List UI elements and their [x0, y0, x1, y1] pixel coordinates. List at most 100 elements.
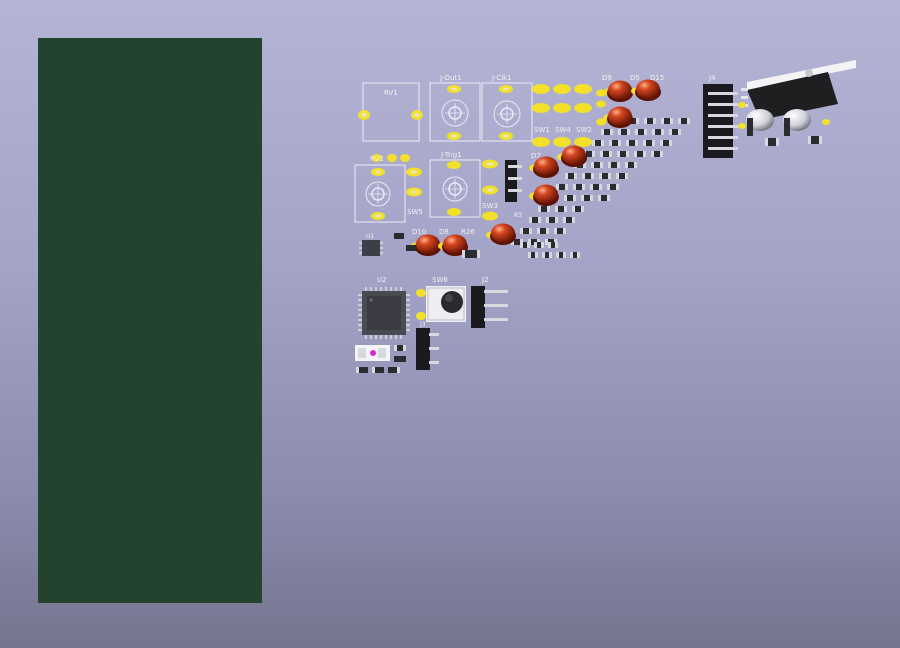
u2-pin: [370, 335, 372, 339]
sw3-switch[interactable]: SW3: [482, 159, 498, 221]
j-trig1-jack[interactable]: J-Trig1: [429, 151, 481, 218]
smd-resistor: [635, 129, 647, 135]
smd-resistor: [618, 129, 630, 135]
smd-resistor: [600, 151, 612, 157]
smd-resistor: [609, 140, 621, 146]
sw6-tactile-button[interactable]: SW6: [416, 276, 466, 322]
j4-label: J4: [708, 74, 716, 82]
smd-resistor: [678, 118, 690, 124]
smd-resistor: [607, 184, 619, 190]
j2-label: J2: [481, 276, 489, 284]
u2-pin: [400, 287, 402, 291]
j-clk1-jack[interactable]: J-Clk1: [481, 74, 533, 142]
u2-pin: [406, 314, 410, 316]
led-9: [438, 234, 468, 256]
pin-header-center[interactable]: R3: [505, 160, 522, 219]
d7-label: D7: [531, 152, 541, 160]
u2-pin: [406, 299, 410, 301]
smd-resistor: [669, 129, 681, 135]
smd-resistor: [529, 217, 541, 223]
d9-label: D9: [602, 74, 612, 82]
u2-pin: [395, 335, 397, 339]
u2-pin: [406, 304, 410, 306]
d8-label: D8: [439, 228, 449, 236]
smd-resistor: [520, 242, 530, 248]
u2-pin: [358, 314, 362, 316]
u2-pin: [390, 287, 392, 291]
smd-resistor: [563, 217, 575, 223]
u2-pin: [380, 335, 382, 339]
smd-resistor: [601, 129, 613, 135]
smd-resistor: [599, 173, 611, 179]
rv1-label: RV1: [384, 89, 398, 97]
sw5-label: SW5: [407, 208, 423, 216]
led-4: [557, 145, 587, 167]
j-trig1-label: J-Trig1: [440, 151, 462, 159]
u2-pin: [406, 294, 410, 296]
j2-pin-header[interactable]: J2: [471, 276, 508, 328]
smd-resistor: [652, 129, 664, 135]
smd-resistor: [542, 252, 552, 258]
small-parts-u1-area: [394, 233, 480, 258]
voltage-regulator: [741, 60, 856, 120]
smd-resistor-field: [511, 118, 690, 258]
led-2: [631, 79, 661, 101]
rv1-potentiometer[interactable]: RV1: [358, 82, 423, 142]
u2-pin: [385, 335, 387, 339]
smd-resistor: [661, 118, 673, 124]
rv2-potentiometer[interactable]: RV2: [354, 154, 410, 223]
u1-ic[interactable]: U1: [359, 233, 383, 256]
d5-label: D5: [630, 74, 640, 82]
j4-pin-header[interactable]: J4: [703, 74, 738, 158]
smd-resistor: [660, 140, 672, 146]
u2-pin: [370, 287, 372, 291]
smd-resistor: [581, 195, 593, 201]
sw2-label: SW2: [576, 126, 592, 134]
u2-pin: [395, 287, 397, 291]
led-1: [603, 80, 633, 102]
u2-pin: [358, 304, 362, 306]
smd-resistor: [564, 195, 576, 201]
u2-pin: [375, 335, 377, 339]
bottom-small-parts: [355, 345, 406, 373]
led-6: [529, 184, 559, 206]
smd-resistor: [548, 242, 558, 248]
j3-pin-header[interactable]: J3: [416, 321, 439, 370]
smd-resistor: [617, 151, 629, 157]
pcb-board-panel: [38, 38, 262, 603]
u2-pin: [358, 294, 362, 296]
smd-resistor: [608, 162, 620, 168]
smd-resistor: [582, 173, 594, 179]
j-clk1-label: J-Clk1: [491, 74, 512, 82]
smd-pads-upper: [596, 89, 606, 126]
u2-microcontroller[interactable]: U2: [358, 276, 410, 339]
smd-resistor: [651, 151, 663, 157]
smd-resistor: [591, 162, 603, 168]
sw5-switch[interactable]: SW5: [406, 167, 423, 217]
r3-label: R3: [514, 212, 522, 219]
sw6-label: SW6: [432, 276, 448, 284]
smd-resistor: [538, 206, 550, 212]
u1-label: U1: [366, 233, 374, 240]
smd-resistor: [556, 184, 568, 190]
u2-pin: [358, 319, 362, 321]
j-out1-jack[interactable]: J-Out1: [429, 74, 481, 142]
u2-pin: [406, 309, 410, 311]
smd-resistor: [616, 173, 628, 179]
smd-resistor: [556, 252, 566, 258]
smd-resistor: [570, 252, 580, 258]
u2-pin: [380, 287, 382, 291]
u2-pin: [406, 324, 410, 326]
sw1-label: SW1: [534, 126, 550, 134]
u2-pin: [358, 309, 362, 311]
smd-resistor: [572, 206, 584, 212]
sw1-sw4-sw2-switches[interactable]: SW1 SW4 SW2: [532, 84, 592, 147]
smd-resistor: [590, 184, 602, 190]
led-5: [529, 156, 559, 178]
smd-resistor: [643, 140, 655, 146]
u2-pin: [406, 319, 410, 321]
u2-pin: [400, 335, 402, 339]
smd-resistor: [546, 217, 558, 223]
